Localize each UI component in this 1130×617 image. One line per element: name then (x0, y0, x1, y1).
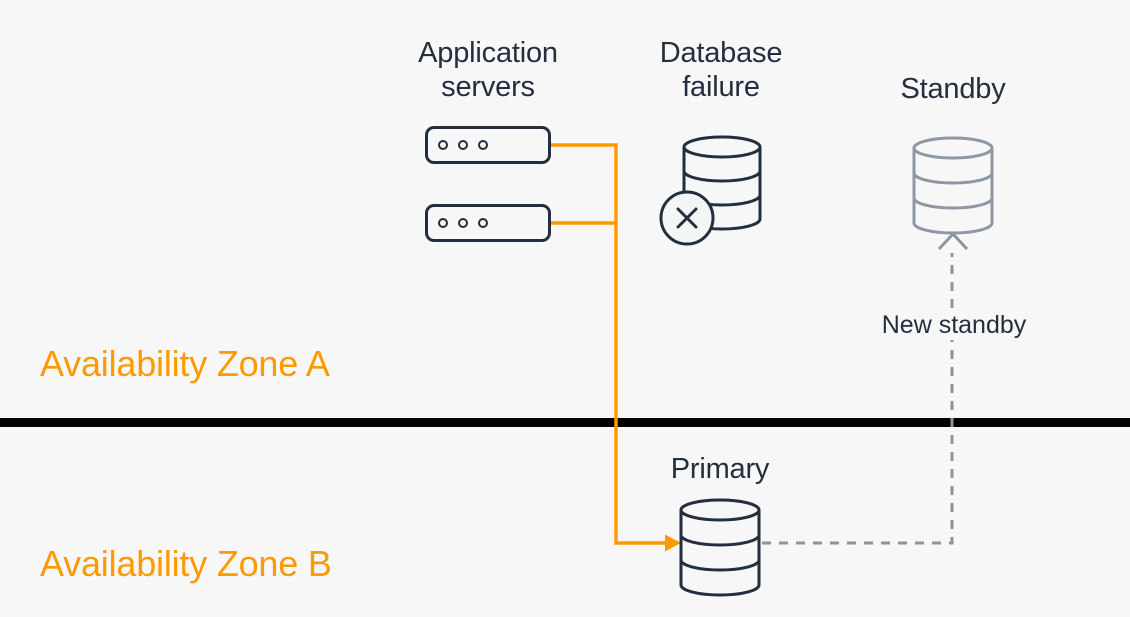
x-mark-icon (676, 207, 698, 229)
server-led-icon (438, 140, 448, 150)
app-servers-label: Application servers (418, 37, 558, 103)
primary-label: Primary (670, 453, 770, 485)
server-led-icon (478, 140, 488, 150)
new-standby-label: New standby (844, 310, 1064, 340)
primary-to-standby-connector (762, 231, 969, 545)
database-failure-icon (659, 135, 762, 246)
server-led-icon (458, 140, 468, 150)
app-server-icon (425, 126, 551, 164)
server-led-icon (458, 218, 468, 228)
availability-zone-divider (0, 418, 1130, 427)
server-led-icon (478, 218, 488, 228)
standby-label: Standby (900, 73, 1006, 105)
database-icon-primary (679, 498, 761, 597)
server-led-icon (438, 218, 448, 228)
database-icon-standby (912, 136, 994, 235)
app-to-primary-connector (551, 143, 681, 552)
orange-arrowhead-icon (665, 534, 681, 552)
database-failure-label: Database failure (659, 37, 783, 103)
availability-zone-b-label: Availability Zone B (40, 543, 332, 584)
availability-zone-a-label: Availability Zone A (40, 343, 330, 384)
app-server-icon (425, 204, 551, 242)
gray-up-arrowhead-icon (937, 231, 969, 251)
